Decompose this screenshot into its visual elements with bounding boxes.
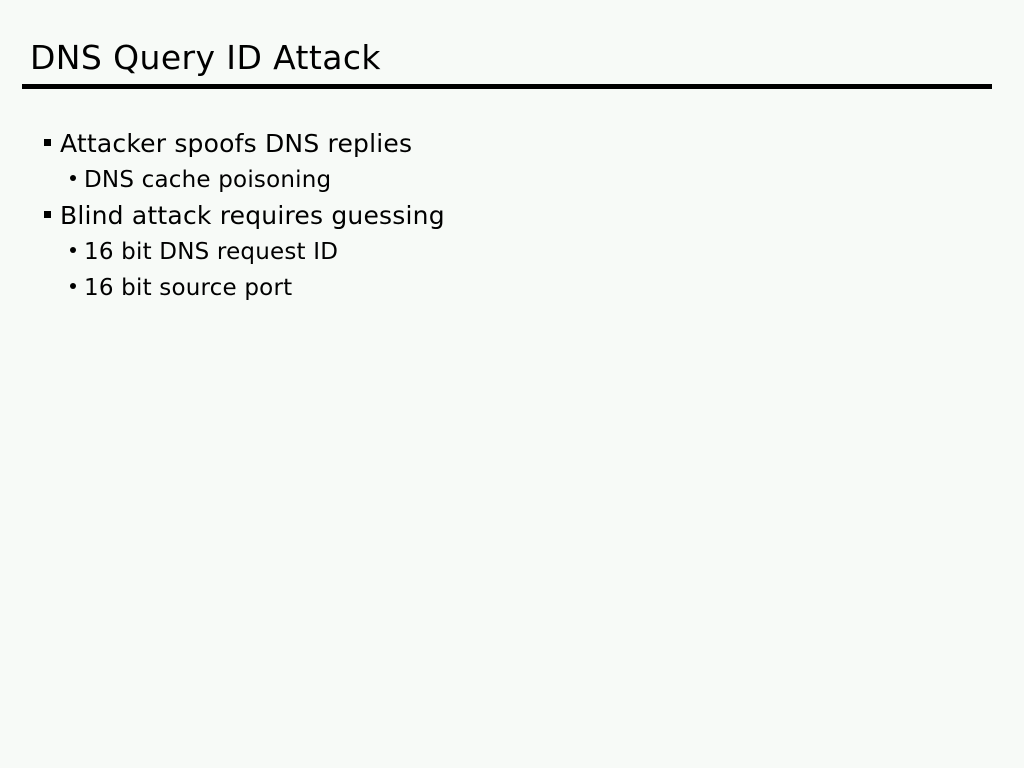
- page-title: DNS Query ID Attack: [30, 38, 381, 77]
- list-item: DNS cache poisoning: [0, 162, 1024, 198]
- dot-bullet-icon: [70, 247, 76, 253]
- list-item-label: 16 bit source port: [84, 275, 293, 301]
- square-bullet-icon: [44, 211, 51, 218]
- dot-bullet-icon: [70, 283, 76, 289]
- list-item-label: Blind attack requires guessing: [60, 201, 445, 230]
- square-bullet-icon: [44, 139, 51, 146]
- list-item: Attacker spoofs DNS replies: [0, 126, 1024, 162]
- bullet-list: Attacker spoofs DNS replies DNS cache po…: [0, 126, 1024, 306]
- list-item-label: 16 bit DNS request ID: [84, 239, 339, 265]
- dot-bullet-icon: [70, 175, 76, 181]
- list-item: Blind attack requires guessing: [0, 198, 1024, 234]
- list-item: 16 bit DNS request ID: [0, 234, 1024, 270]
- list-item-label: DNS cache poisoning: [84, 167, 332, 193]
- title-underline-rule: [22, 84, 992, 89]
- list-item: 16 bit source port: [0, 270, 1024, 306]
- list-item-label: Attacker spoofs DNS replies: [60, 129, 413, 158]
